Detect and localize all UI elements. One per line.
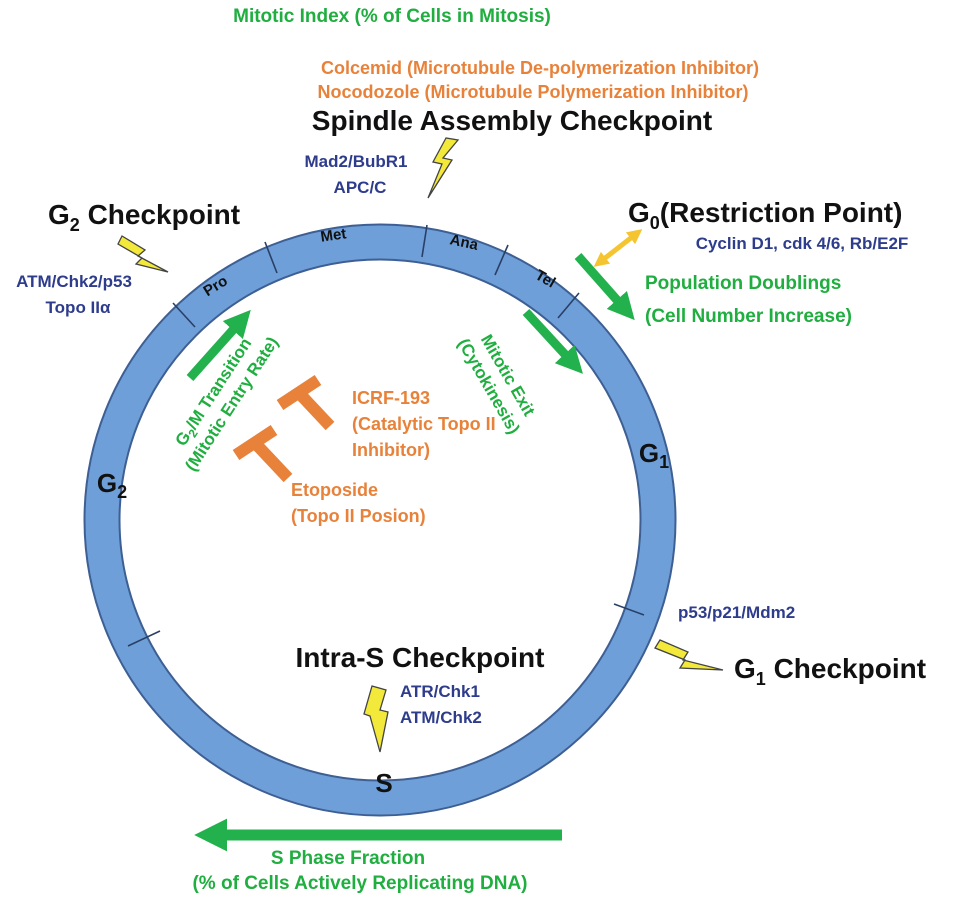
population-arrow-icon bbox=[574, 253, 635, 321]
colcemid-label: Colcemid (Microtubule De-polymerization … bbox=[321, 58, 759, 78]
apc-c-label: APC/C bbox=[334, 178, 387, 197]
intra-s-checkpoint-bolt-icon bbox=[363, 685, 389, 753]
atm-chk2-label: ATM/Chk2 bbox=[400, 708, 482, 727]
atr-chk1-label: ATR/Chk1 bbox=[400, 682, 480, 701]
atm-chk2-p53-label: ATM/Chk2/p53 bbox=[16, 272, 132, 291]
g0-double-arrow-icon bbox=[593, 229, 643, 267]
cell-cycle-ring bbox=[83, 223, 677, 817]
phase-ana: Ana bbox=[448, 231, 480, 254]
phase-g1: G1 bbox=[639, 438, 669, 472]
cell-number-increase-label: (Cell Number Increase) bbox=[645, 306, 852, 327]
topo-ii-alpha-label: Topo IIα bbox=[46, 298, 111, 317]
population-doublings-label: Population Doublings bbox=[645, 273, 841, 294]
inhibitor-label: Inhibitor) bbox=[352, 440, 430, 460]
g2-checkpoint-title: G2 Checkpoint bbox=[48, 199, 240, 235]
g2m-transition-arrow-icon bbox=[186, 309, 251, 381]
s-phase-fraction-label: S Phase Fraction bbox=[271, 848, 425, 869]
nocodozole-label: Nocodozole (Microtubule Polymerization I… bbox=[318, 82, 749, 102]
phase-s: S bbox=[375, 768, 392, 798]
g0-restriction-title: G0(Restriction Point) bbox=[628, 197, 902, 233]
mitotic-index-label: Mitotic Index (% of Cells in Mitosis) bbox=[233, 6, 551, 27]
g2-checkpoint-bolt-icon bbox=[117, 235, 169, 273]
p53-p21-mdm2-label: p53/p21/Mdm2 bbox=[678, 603, 795, 622]
mitotic-exit-arrow-icon bbox=[522, 308, 583, 374]
icrf-inhibition-icon bbox=[276, 374, 335, 431]
cyclin-d1-label: Cyclin D1, cdk 4/6, Rb/E2F bbox=[696, 234, 909, 253]
replicating-dna-label: (% of Cells Actively Replicating DNA) bbox=[192, 873, 527, 894]
mad2-bubr1-label: Mad2/BubR1 bbox=[305, 152, 408, 171]
g1-checkpoint-bolt-icon bbox=[654, 639, 724, 671]
catalytic-topo-label: (Catalytic Topo II bbox=[352, 414, 496, 434]
etoposide-label: Etoposide bbox=[291, 480, 378, 500]
phase-g2: G2 bbox=[97, 468, 127, 502]
topo-ii-poison-label: (Topo II Posion) bbox=[291, 506, 426, 526]
spindle-checkpoint-bolt-icon bbox=[427, 137, 460, 199]
g1-checkpoint-title: G1 Checkpoint bbox=[734, 653, 926, 689]
phase-met: Met bbox=[319, 225, 347, 245]
etoposide-inhibition-icon bbox=[232, 424, 293, 483]
intra-s-checkpoint-title: Intra-S Checkpoint bbox=[296, 642, 545, 673]
spindle-checkpoint-title: Spindle Assembly Checkpoint bbox=[312, 105, 712, 136]
icrf-193-label: ICRF-193 bbox=[352, 388, 430, 408]
